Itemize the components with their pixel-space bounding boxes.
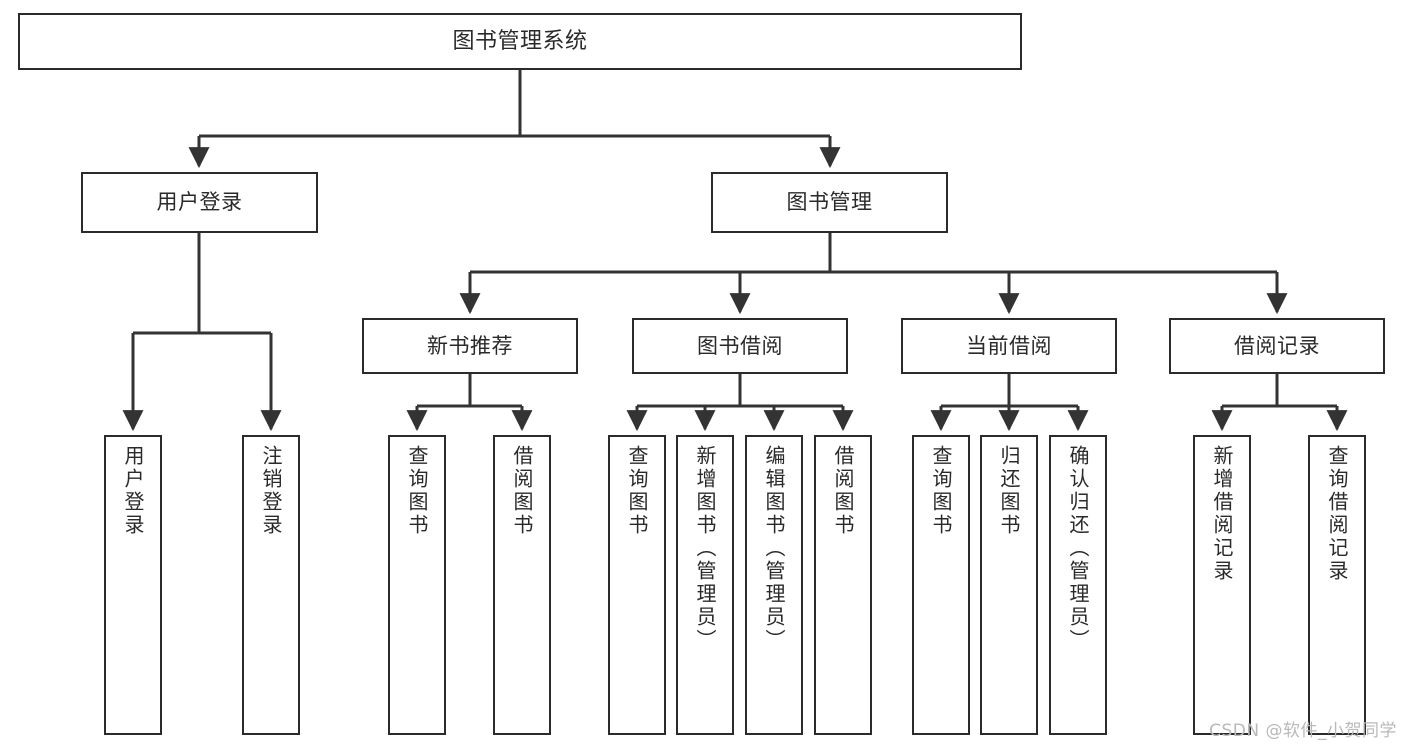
node-label: 查询图书: [405, 445, 429, 537]
node-label: 新增图书（管理员）: [693, 445, 717, 652]
node-label: 当前借阅: [966, 333, 1052, 358]
node-book-manage[interactable]: 图书管理: [711, 172, 948, 233]
node-root-book-management-system[interactable]: 图书管理系统: [18, 13, 1022, 70]
node-label: 确认归还（管理员）: [1066, 445, 1090, 652]
leaf-query-borrow-record[interactable]: 查询借阅记录: [1308, 435, 1366, 735]
node-new-book-recommend[interactable]: 新书推荐: [362, 318, 578, 374]
leaf-query-book-3[interactable]: 查询图书: [912, 435, 970, 735]
node-label: 查询图书: [625, 445, 649, 537]
leaf-add-borrow-record[interactable]: 新增借阅记录: [1193, 435, 1251, 735]
leaf-user-logout[interactable]: 注销登录: [242, 435, 300, 735]
leaf-borrow-book-1[interactable]: 借阅图书: [493, 435, 551, 735]
node-label: 图书管理: [786, 190, 873, 215]
node-label: 借阅图书: [510, 445, 534, 537]
node-label: 用户登录: [121, 445, 145, 537]
node-label: 新书推荐: [427, 333, 513, 358]
node-label: 借阅记录: [1234, 333, 1320, 358]
leaf-return-book[interactable]: 归还图书: [980, 435, 1038, 735]
node-current-borrow[interactable]: 当前借阅: [901, 318, 1117, 374]
leaf-edit-book-admin[interactable]: 编辑图书（管理员）: [745, 435, 803, 735]
node-borrow-record[interactable]: 借阅记录: [1169, 318, 1385, 374]
node-label: 编辑图书（管理员）: [762, 445, 786, 652]
leaf-add-book-admin[interactable]: 新增图书（管理员）: [676, 435, 734, 735]
leaf-confirm-return-admin[interactable]: 确认归还（管理员）: [1049, 435, 1107, 735]
node-label: 图书借阅: [697, 333, 783, 358]
leaf-user-login[interactable]: 用户登录: [104, 435, 162, 735]
node-book-borrow[interactable]: 图书借阅: [632, 318, 848, 374]
node-label: 图书管理系统: [452, 28, 588, 54]
node-label: 用户登录: [156, 190, 243, 215]
node-label: 新增借阅记录: [1210, 445, 1234, 583]
node-label: 借阅图书: [831, 445, 855, 537]
csdn-watermark: CSDN @软件_小贺同学: [1209, 721, 1397, 741]
node-user-login[interactable]: 用户登录: [81, 172, 318, 233]
node-label: 查询借阅记录: [1325, 445, 1349, 583]
leaf-query-book-2[interactable]: 查询图书: [608, 435, 666, 735]
node-label: 注销登录: [259, 445, 283, 537]
node-label: 归还图书: [997, 445, 1021, 537]
leaf-borrow-book-2[interactable]: 借阅图书: [814, 435, 872, 735]
node-label: 查询图书: [929, 445, 953, 537]
leaf-query-book-1[interactable]: 查询图书: [388, 435, 446, 735]
